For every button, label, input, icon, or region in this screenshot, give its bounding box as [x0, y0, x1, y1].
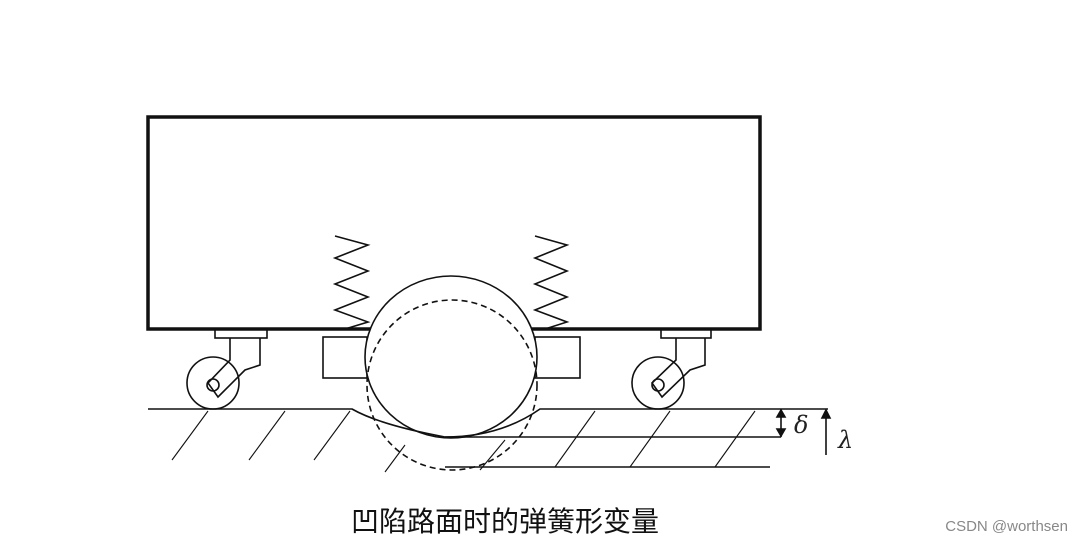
right-spring: [532, 235, 570, 330]
left-spring: [332, 235, 371, 330]
watermark: CSDN @worthsen: [945, 518, 1068, 535]
ground-hatching: [171, 410, 756, 473]
right-caster: [631, 328, 712, 410]
delta-label: δ: [794, 411, 808, 439]
lambda-label: λ: [837, 426, 853, 454]
left-caster: [186, 328, 268, 410]
figure-caption: 凹陷路面时的弹簧形变量: [350, 505, 659, 538]
deformed-wheel: [364, 275, 538, 439]
lambda-arrow: [820, 408, 832, 455]
left-block: [322, 336, 368, 379]
delta-arrow: [775, 408, 787, 438]
right-block: [534, 336, 581, 379]
undeformed-wheel: [366, 299, 538, 471]
